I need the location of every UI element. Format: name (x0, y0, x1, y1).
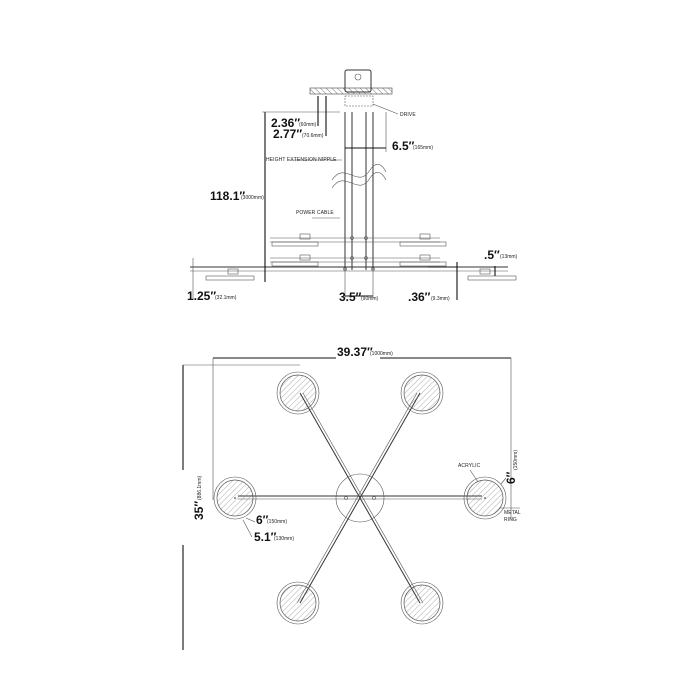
shade-right (463, 476, 507, 520)
shade-top-left (276, 371, 320, 415)
dim-shade-outer-metric: (150mm) (267, 519, 287, 525)
dim-0-5-metric: (13mm) (500, 254, 518, 260)
dim-0-5-value: .5″ (484, 248, 500, 262)
dim-3-5-value: 3.5″ (339, 290, 362, 304)
dim-118-1-metric: (3000mm) (241, 195, 264, 201)
shade-bottom-left (276, 581, 320, 625)
metal-ring-label-2: RING (504, 517, 517, 523)
shade-left (213, 476, 257, 520)
dim-shade-inner-value: 5.1″ (254, 530, 277, 544)
canopy (335, 473, 385, 523)
height-extension-nipple-label: HEIGHT EXTENSION NIPPLE (266, 157, 337, 163)
dim-6-5-metric: (165mm) (413, 145, 433, 151)
dim-width-value: 39.37″ (337, 345, 373, 359)
shade-bottom-right (400, 581, 444, 625)
top-view (182, 357, 520, 650)
junction-box (344, 69, 372, 93)
side-view (190, 69, 517, 300)
acrylic-label: ACRYLIC (458, 463, 481, 469)
dim-0-36-metric: (9.3mm) (431, 296, 450, 302)
dim-118-1-value: 118.1″ (210, 189, 245, 203)
dim-1-25-metric: (32.1mm) (215, 295, 237, 301)
dim-shade-inner-metric: (130mm) (274, 536, 294, 542)
dim-3-5-metric: (90mm) (361, 296, 379, 302)
dim-depth-value: 35″ (192, 501, 206, 520)
dim-0-36-value: .36″ (408, 290, 431, 304)
power-cable-label: POWER CABLE (296, 210, 334, 216)
drive-label: DRIVE (400, 112, 416, 118)
dim-depth-metric: (886.1mm) (197, 475, 203, 500)
dim-2-36-value: 2.36″ (271, 116, 300, 130)
metal-ring-label-1: METAL (504, 510, 521, 516)
dim-2-77-value: 2.77″ (273, 127, 302, 141)
shade-top-right (400, 371, 444, 415)
dim-shade-right-value: 6″ (504, 471, 518, 484)
dim-shade-outer-value: 6″ (256, 513, 269, 527)
ceiling (309, 87, 393, 95)
dim-6-5-value: 6.5″ (392, 139, 415, 153)
dim-shade-right-metric: (150mm) (513, 450, 519, 470)
dim-width-metric: (1000mm) (370, 351, 393, 357)
drive-canopy (344, 95, 374, 107)
dim-1-25-value: 1.25″ (187, 289, 216, 303)
dim-2-77-metric: (70.6mm) (302, 133, 324, 139)
dim-2-36-metric: (60mm) (299, 122, 317, 128)
